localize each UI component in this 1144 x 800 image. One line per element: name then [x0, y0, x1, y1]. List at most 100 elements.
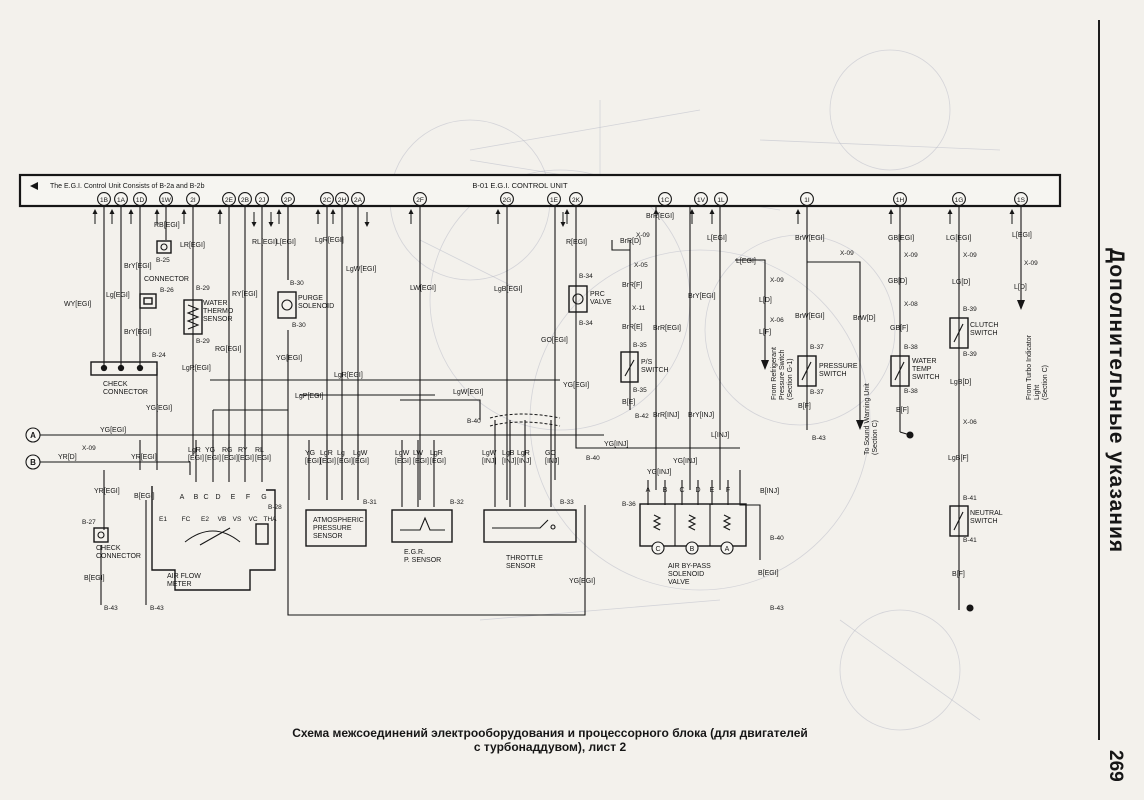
pin-label: VS: [233, 516, 242, 523]
terminal-label: 2C: [323, 197, 332, 204]
terminal-2J: [255, 192, 269, 206]
wire-label: RL[EGI]: [255, 447, 271, 462]
wire-label: LgR[EGI]: [182, 365, 211, 372]
wire-label: B-26: [160, 287, 174, 294]
faint-line: [469, 109, 701, 151]
wire-label: B-25: [156, 257, 170, 264]
wire-label: B-31: [363, 499, 377, 506]
wire-label: B-40: [467, 418, 481, 425]
wire-label: B-41: [963, 537, 977, 544]
wire-label: L[D]: [759, 297, 772, 304]
wire-label: YG[EGI]: [569, 578, 595, 585]
wire-label: RL[EGI]: [252, 239, 277, 246]
wire-label: LgB[INJ]: [502, 450, 516, 465]
wire-label: B-29: [196, 338, 210, 345]
terminal-2B: [238, 192, 252, 206]
wire-label: B-24: [152, 352, 166, 359]
connector-a: [25, 427, 41, 443]
wire-label: R[EGI]: [566, 239, 587, 246]
wire-label: B-43: [150, 605, 164, 612]
terminal-1A: [114, 192, 128, 206]
wire-label: B-27: [82, 519, 96, 526]
wire-label: B-34: [579, 273, 593, 280]
caption-line-1: Схема межсоединений электрооборудования …: [292, 726, 808, 740]
wire: [735, 259, 766, 360]
pin-label: THA: [264, 516, 278, 523]
signal-arrow: [408, 209, 414, 214]
wire-label: B-42: [635, 413, 649, 420]
pin-label: A: [646, 487, 651, 494]
wire-label: LgB[EGI]: [494, 286, 522, 293]
faint-outline: [529, 249, 871, 591]
wire-label: B-39: [963, 351, 977, 358]
meter-arc: [184, 530, 241, 543]
wire-label: B-38: [904, 344, 918, 351]
atmospheric-pressure-sensor: [305, 509, 367, 547]
terminal-label: 1C: [661, 197, 670, 204]
terminal-label: 1D: [136, 197, 145, 204]
pin-label: D: [695, 487, 700, 494]
pin-label: VC: [248, 516, 257, 523]
wire-label: Lg[EGI]: [337, 450, 353, 465]
wire-label: GO[EGI]: [541, 337, 568, 344]
pin-label: E2: [201, 516, 209, 523]
signal-arrow: [268, 222, 274, 227]
wire-label: GB[EGI]: [888, 235, 914, 242]
wire-label: BrR[F]: [622, 282, 642, 289]
faint-line: [839, 619, 981, 721]
terminal-label: 1W: [161, 197, 172, 204]
terminal-label: 2B: [241, 197, 249, 204]
check-connector-bottom: [93, 527, 109, 543]
wire: [40, 461, 191, 475]
pin-label: B: [690, 546, 695, 553]
wire-label: X-09: [840, 250, 854, 257]
signal-arrow: [495, 209, 501, 214]
signal-arrow: [315, 209, 321, 214]
wire: [953, 323, 964, 343]
wire-label: GB[D]: [888, 278, 907, 285]
ground: [906, 431, 914, 439]
wire: [575, 400, 740, 449]
terminal-1D: [133, 192, 147, 206]
wire-label: RB[EGI]: [154, 222, 180, 229]
connector-a-label: A: [30, 431, 36, 440]
faint-line: [419, 239, 521, 291]
wire-label: YG[EGI]: [305, 450, 321, 465]
wire-label: L[F]: [759, 329, 771, 336]
bus-arrow: [30, 182, 38, 190]
coil: [281, 299, 293, 311]
wire-label: LgR[EGI]: [334, 372, 363, 379]
wire-label: RG[EGI]: [222, 447, 238, 462]
wire-label: BrY[EGI]: [124, 263, 152, 270]
shield: [489, 413, 561, 419]
wire-label: LgW[INJ]: [482, 450, 497, 465]
wire-label: LgR[EGI]: [315, 237, 344, 244]
pin: [97, 531, 105, 539]
margin-rule: [1098, 20, 1100, 740]
terminal-2F: [413, 192, 427, 206]
wire-label: B-43: [770, 605, 784, 612]
terminal-label: 2H: [338, 197, 347, 204]
signal-arrow: [709, 209, 715, 214]
signal-arrow: [251, 222, 257, 227]
pin-label: C: [203, 494, 208, 501]
wire-label: B[EGI]: [134, 493, 155, 500]
wire-label: YR[D]: [58, 454, 77, 461]
bus-note: The E.G.I. Control Unit Consists of B-2a…: [50, 183, 205, 190]
signal-arrow: [364, 222, 370, 227]
connector-b-label: B: [30, 458, 36, 467]
terminal-2I: [186, 192, 200, 206]
signal-arrow: [560, 222, 566, 227]
wire-label: GO[INJ]: [545, 450, 559, 465]
shield: [489, 421, 561, 427]
pin-label: E: [231, 494, 236, 501]
wire-label: L[INJ]: [711, 432, 729, 439]
side-note: To Sound Warning Unit(Section C): [864, 383, 879, 455]
wire-label: LgW[EGI]: [395, 450, 411, 465]
egr-pressure-sensor: [391, 509, 453, 543]
valve-port: [720, 541, 734, 555]
pin-label: E: [710, 487, 715, 494]
